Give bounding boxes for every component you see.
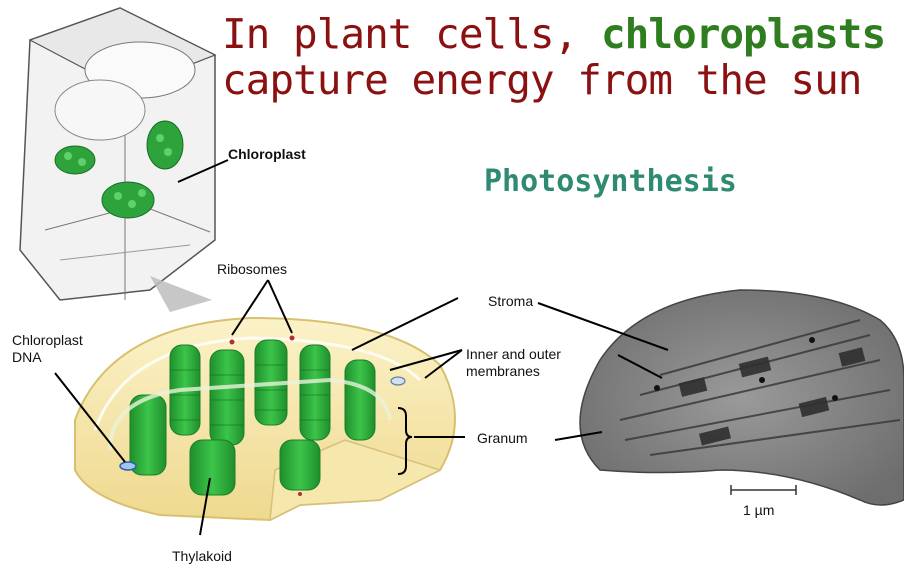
chloroplast-cutaway bbox=[75, 318, 455, 520]
label-thylakoid: Thylakoid bbox=[172, 548, 232, 565]
title-highlight: chloroplasts bbox=[601, 10, 885, 58]
label-ribosomes: Ribosomes bbox=[217, 261, 287, 278]
subheading: Photosynthesis bbox=[484, 164, 737, 199]
label-chloroplast: Chloroplast bbox=[228, 146, 306, 163]
label-stroma: Stroma bbox=[488, 293, 533, 310]
electron-micrograph bbox=[580, 290, 904, 505]
title-prefix: In plant cells, bbox=[222, 10, 601, 58]
plant-cell-illustration bbox=[20, 8, 215, 312]
label-granum: Granum bbox=[477, 430, 528, 447]
slide-title-line-2: capture energy from the sun bbox=[222, 56, 861, 104]
label-chloroplast-dna: Chloroplast DNA bbox=[12, 332, 83, 366]
label-inner-outer-membranes: Inner and outer membranes bbox=[466, 346, 561, 380]
label-scale-bar: 1 µm bbox=[743, 502, 774, 519]
slide-title-line-1: In plant cells, chloroplasts bbox=[222, 10, 885, 58]
